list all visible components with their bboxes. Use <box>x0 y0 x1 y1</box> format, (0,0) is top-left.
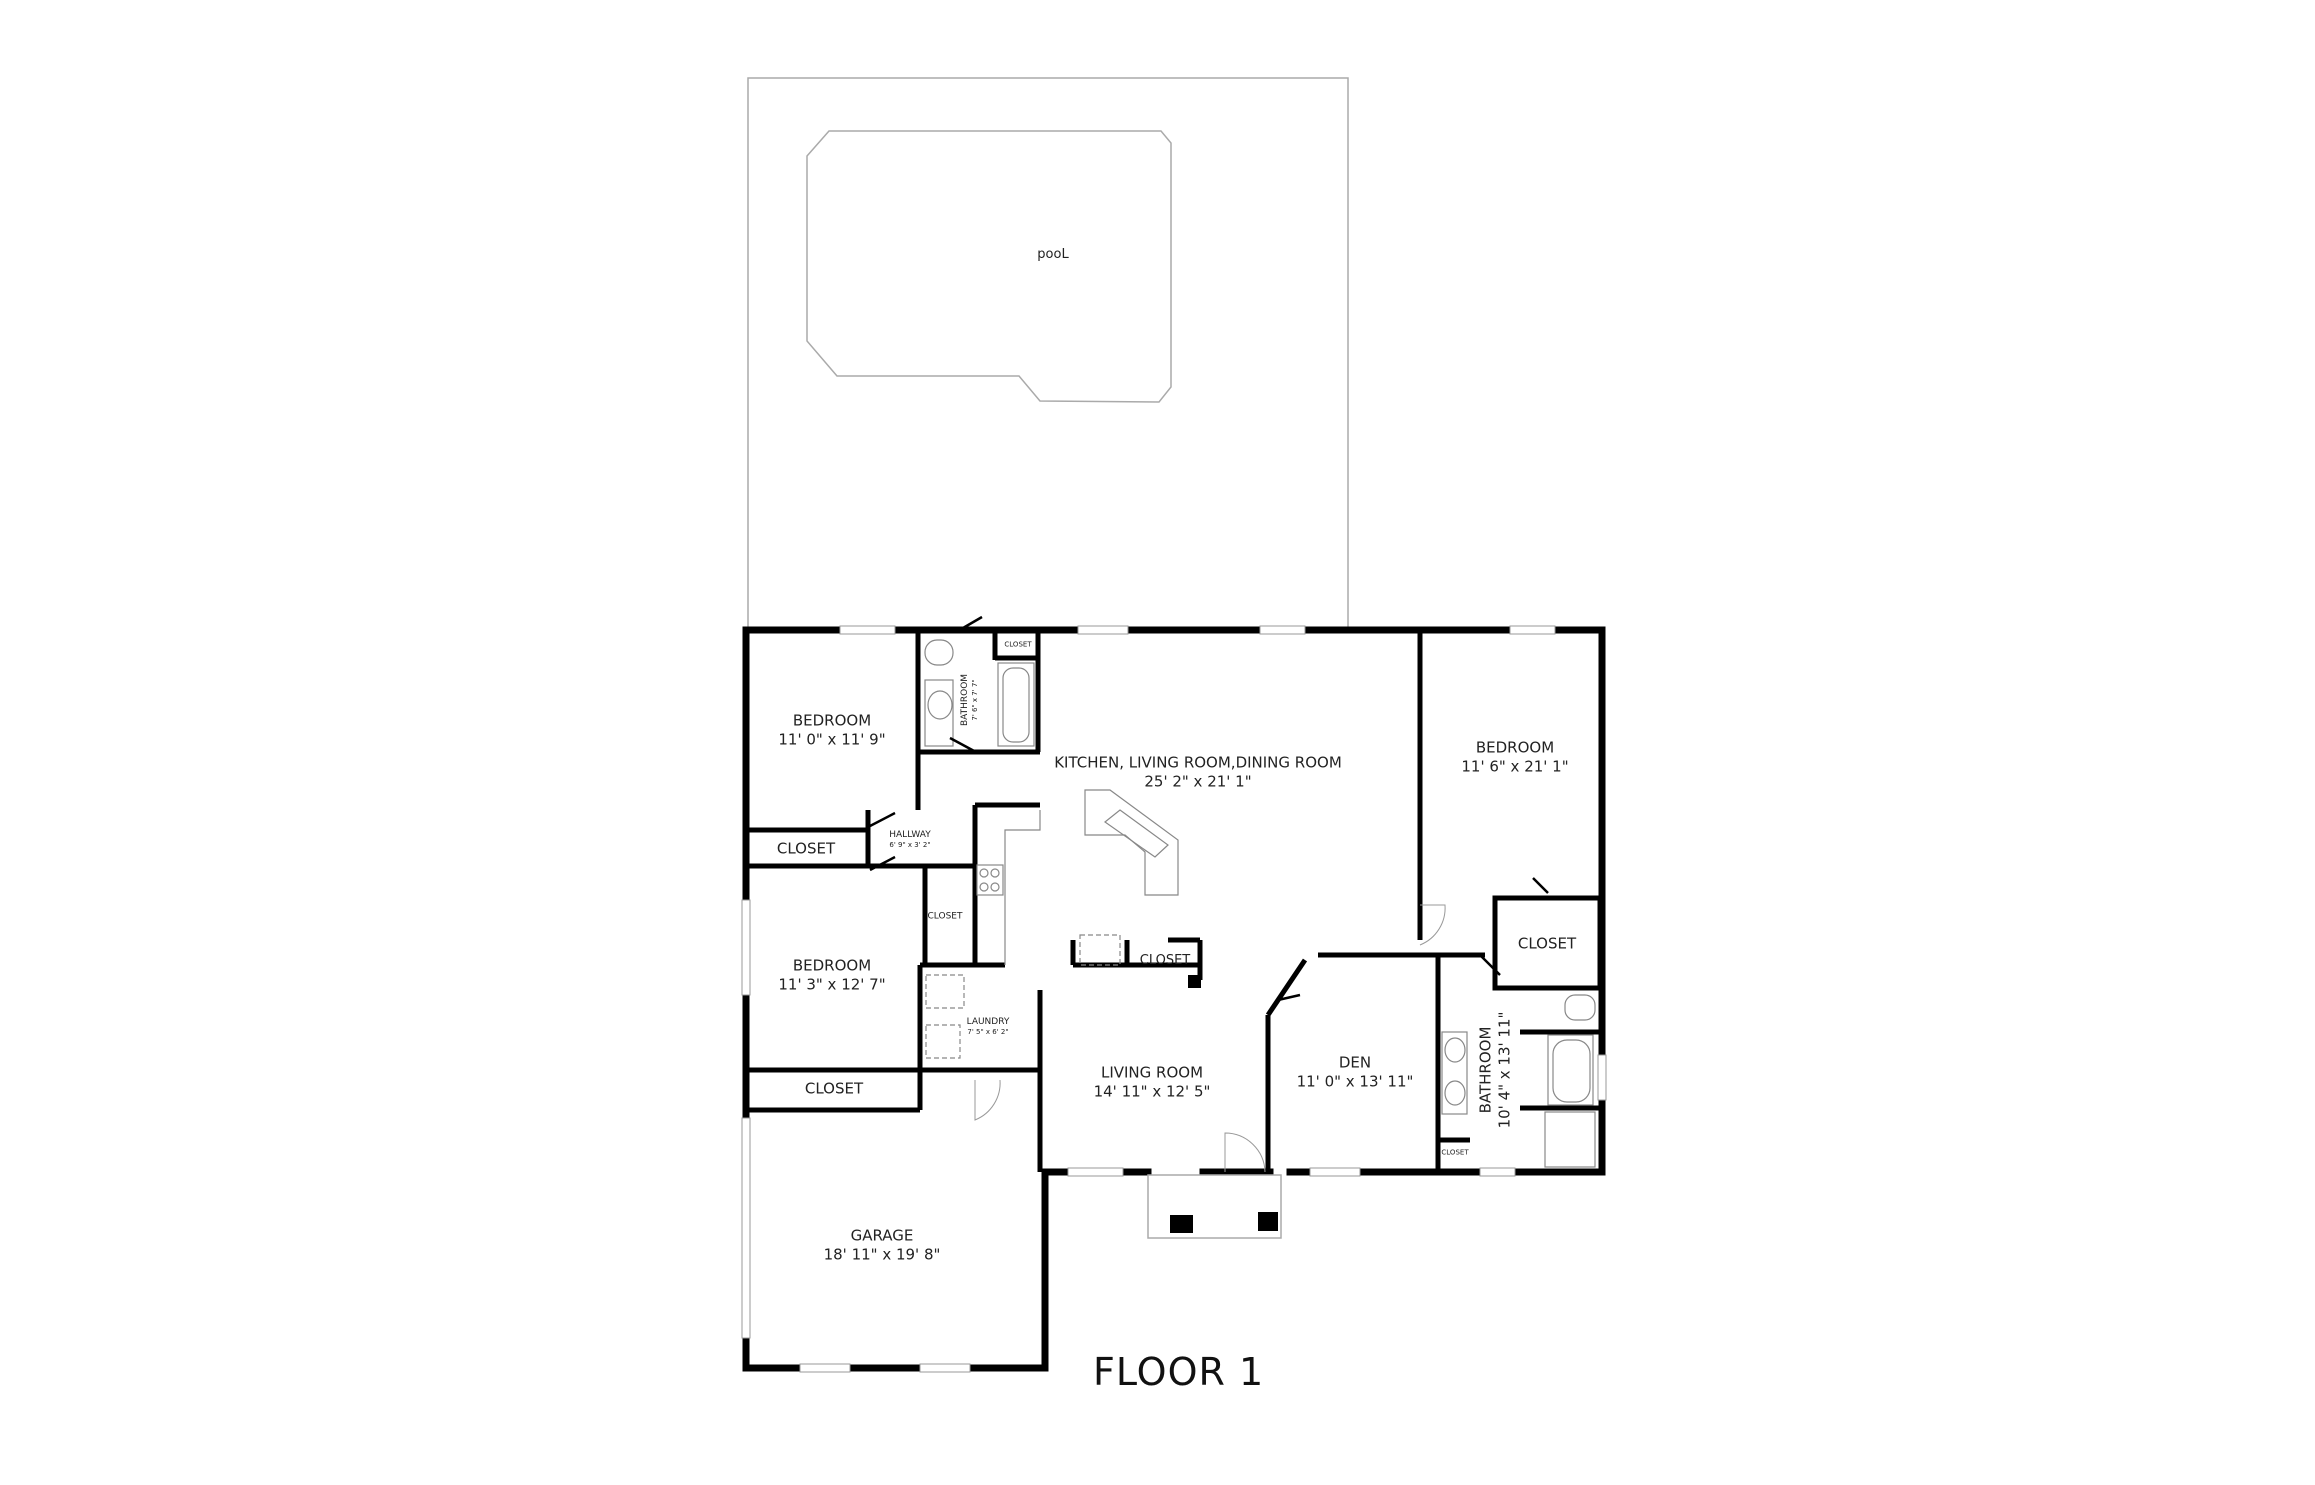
room-closet-bath: CLOSET <box>1004 641 1031 650</box>
room-dims: 7' 5" x 6' 2" <box>967 1028 1009 1037</box>
room-living-room: LIVING ROOM 14' 11" x 12' 5" <box>1094 1063 1211 1101</box>
room-dims: 18' 11" x 19' 8" <box>823 1245 941 1263</box>
room-dims: 14' 11" x 12' 5" <box>1093 1082 1211 1100</box>
room-closet-nw: CLOSET <box>777 840 835 859</box>
room-dims: 11' 3" x 12' 7" <box>778 975 886 993</box>
porch-column <box>1170 1215 1193 1233</box>
room-name: BATHROOM <box>1476 1026 1495 1114</box>
porch-column <box>1258 1212 1278 1231</box>
door-arcs <box>974 904 1446 1173</box>
room-closet-hall: CLOSET <box>928 911 963 922</box>
room-dims: 11' 0" x 13' 11" <box>1296 1072 1414 1090</box>
room-name: KITCHEN, LIVING ROOM,DINING ROOM <box>1054 753 1342 772</box>
room-bedroom-w: BEDROOM 11' 3" x 12' 7" <box>778 956 885 994</box>
room-name: DEN <box>1338 1053 1372 1072</box>
room-name: CLOSET <box>804 1079 864 1098</box>
room-closet-ne: CLOSET <box>1518 935 1576 954</box>
floor-label: FLOOR 1 <box>1093 1350 1265 1394</box>
room-name: CLOSET <box>1139 952 1191 968</box>
room-den: DEN 11' 0" x 13' 11" <box>1297 1053 1414 1091</box>
pool-label: pooL <box>1037 246 1069 262</box>
doors <box>869 615 1549 1002</box>
room-bedroom-nw: BEDROOM 11' 0" x 11' 9" <box>778 711 885 749</box>
room-name: CLOSET <box>1441 1148 1469 1157</box>
room-name: BEDROOM <box>792 956 872 975</box>
room-dims: 25' 2" x 21' 1" <box>1144 772 1252 790</box>
room-dims: 10' 4" x 13' 11" <box>1495 1011 1513 1129</box>
room-kitchen-living-dining: KITCHEN, LIVING ROOM,DINING ROOM 25' 2" … <box>1054 753 1342 791</box>
room-name: BEDROOM <box>792 711 872 730</box>
room-dims: 11' 6" x 21' 1" <box>1461 757 1569 775</box>
room-name: BATHROOM <box>960 673 970 727</box>
room-dims: 11' 0" x 11' 9" <box>778 730 886 748</box>
room-garage: GARAGE 18' 11" x 19' 8" <box>824 1226 941 1264</box>
fixtures <box>924 639 1596 1239</box>
room-name: LAUNDRY <box>966 1017 1010 1027</box>
room-closet-w: CLOSET <box>805 1080 863 1099</box>
room-bathroom-master: BATHROOM 10' 4" x 13' 11" <box>1476 1012 1514 1129</box>
kitchen-pillar <box>1188 975 1201 988</box>
room-dims: 6' 9" x 3' 2" <box>889 841 931 850</box>
room-name: HALLWAY <box>889 830 931 840</box>
room-name: CLOSET <box>927 911 963 922</box>
room-hallway: HALLWAY 6' 9" x 3' 2" <box>889 830 931 850</box>
pool-outline <box>806 130 1172 403</box>
room-laundry: LAUNDRY 7' 5" x 6' 2" <box>967 1017 1010 1037</box>
interior-walls <box>746 630 1603 1172</box>
room-name: CLOSET <box>1517 934 1577 953</box>
windows <box>741 625 1607 1373</box>
room-name: GARAGE <box>850 1226 914 1245</box>
room-closet-kitchen: CLOSET <box>1140 953 1191 969</box>
room-bathroom-hall: BATHROOM 7' 6" x 7' 7" <box>960 674 980 726</box>
room-name: LIVING ROOM <box>1100 1063 1204 1082</box>
room-name: BEDROOM <box>1475 738 1555 757</box>
room-name: CLOSET <box>1004 640 1032 649</box>
room-name: CLOSET <box>776 839 836 858</box>
room-dims: 7' 6" x 7' 7" <box>971 679 980 721</box>
room-bedroom-ne: BEDROOM 11' 6" x 21' 1" <box>1461 738 1568 776</box>
pool-deck <box>747 77 1349 631</box>
room-closet-master-bath: CLOSET <box>1441 1149 1468 1158</box>
